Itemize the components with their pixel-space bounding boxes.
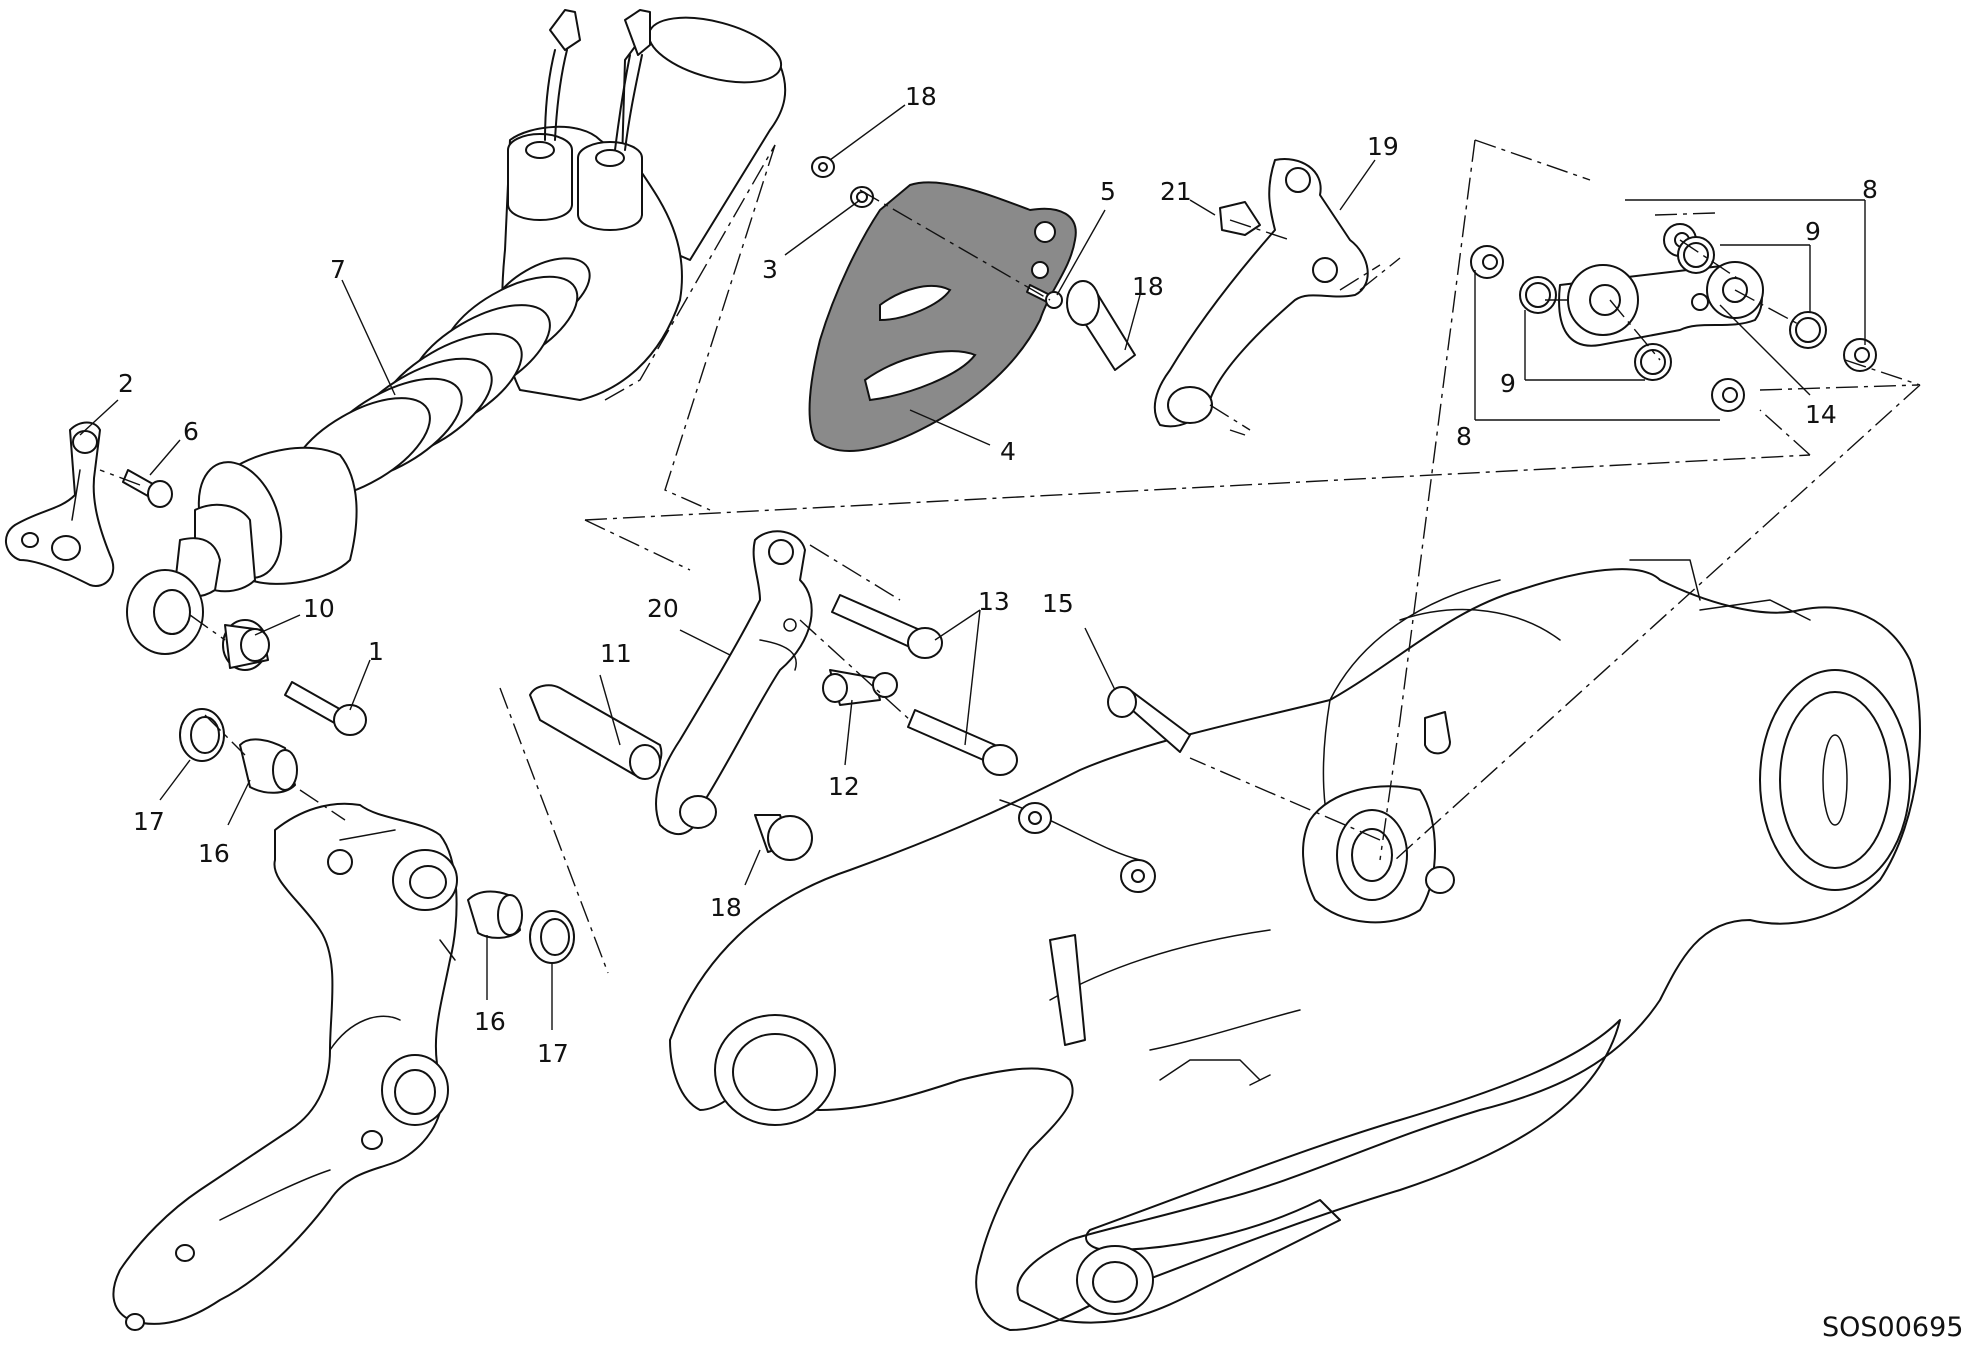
shock-mount-bracket [5,421,115,587]
callout-22: 18 [905,82,937,111]
leader-lines [79,104,1866,1030]
nut-21 [1219,201,1261,236]
swingarm [669,559,1921,1331]
callout-10: 10 [303,594,335,623]
bolt-13-upper [831,594,943,659]
bushing-16-left [239,738,298,794]
callout-2: 2 [118,369,134,398]
bolt-18-lower [754,814,813,861]
tie-rod-14 [1558,261,1764,347]
washer-22 [811,156,835,178]
callout-9-bottom: 9 [1500,369,1516,398]
callout-labels: 18 3 5 18 4 21 19 7 2 6 10 1 17 16 16 17… [118,82,1963,1343]
bolt-15 [1107,686,1191,753]
shock-spring [289,257,591,499]
callout-12: 12 [828,772,860,801]
callout-8-top: 8 [1862,175,1878,204]
seal-9-b [1519,276,1557,314]
callout-4: 7 [330,255,346,284]
bolt-18-upper [1066,280,1136,371]
callout-7: 5 [1100,177,1116,206]
callout-3: 6 [183,417,199,446]
screw-3 [122,469,173,508]
spacer-11 [529,684,663,780]
washer-8-d [1711,378,1745,412]
washer-8-b [1470,245,1504,279]
callout-5: 3 [762,255,778,284]
assembly-lines [99,139,1921,974]
seal-17-left [179,708,225,762]
callout-19: 19 [1367,132,1399,161]
callout-20: 20 [647,594,679,623]
drawing-code: SOS00695 [1822,1312,1963,1343]
callout-15: 15 [1042,589,1074,618]
callout-17-left: 17 [133,807,165,836]
seal-9-c [1789,311,1827,349]
callout-18-lower: 18 [710,893,742,922]
seal-9-d [1634,343,1672,381]
frame-bracket [112,802,458,1331]
callout-16-right: 16 [474,1007,506,1036]
callout-11: 11 [600,639,632,668]
callout-17-right: 17 [537,1039,569,1068]
bushing-16-right [467,890,523,939]
callout-8-bottom: 8 [1456,422,1472,451]
washer-8-c [1843,338,1877,372]
seal-17-right [529,910,575,964]
heel-guard-6 [808,181,1077,452]
screw-1 [284,681,367,736]
callout-18-upper: 18 [1132,272,1164,301]
rocker-arm-19 [1153,158,1369,428]
callout-1: 1 [368,637,384,666]
bolt-13-lower [907,709,1018,776]
linkage-arm-20 [655,530,813,836]
callout-9-top: 9 [1805,217,1821,246]
callout-14: 14 [1805,400,1837,429]
callout-13: 13 [978,587,1010,616]
callout-6: 4 [1000,437,1016,466]
callout-21: 21 [1160,177,1192,206]
callout-16-left: 16 [198,839,230,868]
bushing-10 [222,619,270,671]
bushing-12 [822,669,898,706]
seal-9-a [1677,236,1715,274]
rear-shock-absorber [126,9,787,655]
